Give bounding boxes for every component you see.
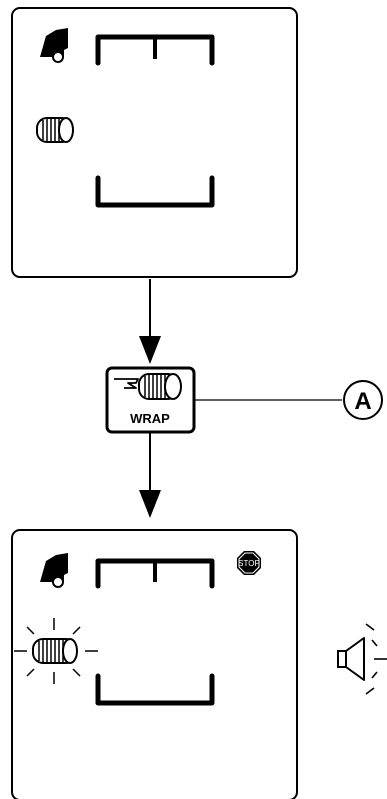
display-panel-before — [11, 7, 298, 278]
wrap-button[interactable]: WRAP — [105, 366, 196, 434]
callout-circle — [343, 380, 383, 420]
callout-label: A — [354, 388, 371, 415]
display-panel-after: STOP — [11, 529, 298, 799]
baler-icon — [40, 28, 68, 63]
chamber-bottom-bracket — [95, 673, 215, 706]
hand-press-icon — [114, 378, 139, 389]
stop-sign-label: STOP — [238, 559, 260, 568]
flash-rays — [14, 618, 98, 684]
horn-speaker-icon — [337, 623, 387, 695]
baler-icon — [40, 553, 68, 588]
flashing-bale-icon — [32, 638, 78, 664]
chamber-bottom-bracket — [95, 175, 215, 208]
bale-roll-icon — [36, 117, 74, 143]
arrow-down-2 — [139, 433, 161, 518]
wrap-button-label: WRAP — [130, 411, 170, 426]
callout-a: A — [195, 380, 383, 420]
display-frame — [11, 7, 298, 278]
bale-roll-icon — [138, 373, 182, 400]
display-frame — [11, 529, 298, 799]
arrow-down-1 — [139, 279, 161, 364]
stop-sign-icon: STOP — [237, 551, 261, 575]
